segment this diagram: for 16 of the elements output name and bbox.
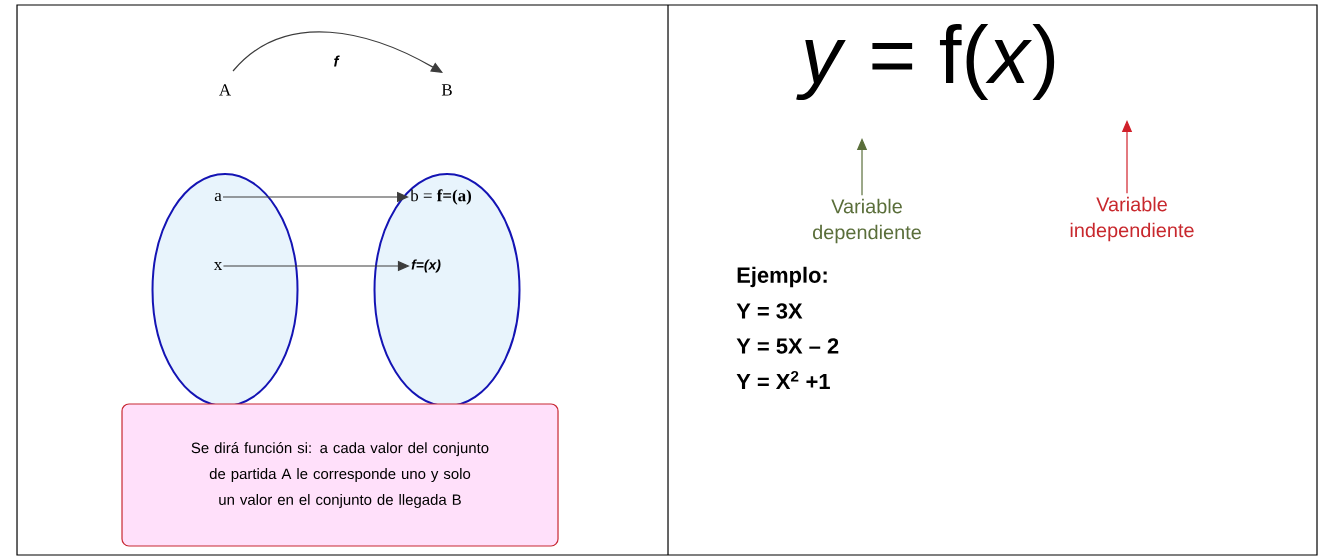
formula-text: y = f(x) (796, 23, 1055, 101)
example-text: Y = 5X – 2 (736, 338, 839, 354)
example-text: Y = X$^{2}$ +1 (736, 370, 830, 390)
image-label: f=(x) (411, 259, 441, 273)
edge-label: f (334, 55, 340, 67)
variable-label: Variable independiente (1070, 196, 1194, 242)
element-label: a (214, 192, 222, 202)
element-label: x (213, 262, 223, 270)
node-label: A (219, 84, 232, 96)
example-text: Y = 3X (736, 303, 803, 319)
note-box: Se dirá función si: a cada valor del conjunto de partida A le corresponde uno y solo un valor en el conjunto de llegada B (121, 403, 559, 547)
arrow (232, 31, 443, 73)
variable-label: Variable dependiente (813, 198, 921, 244)
example-text: Ejemplo: (737, 266, 827, 288)
node-label: B (441, 84, 452, 96)
image-label: b = f=(a) (410, 189, 472, 205)
